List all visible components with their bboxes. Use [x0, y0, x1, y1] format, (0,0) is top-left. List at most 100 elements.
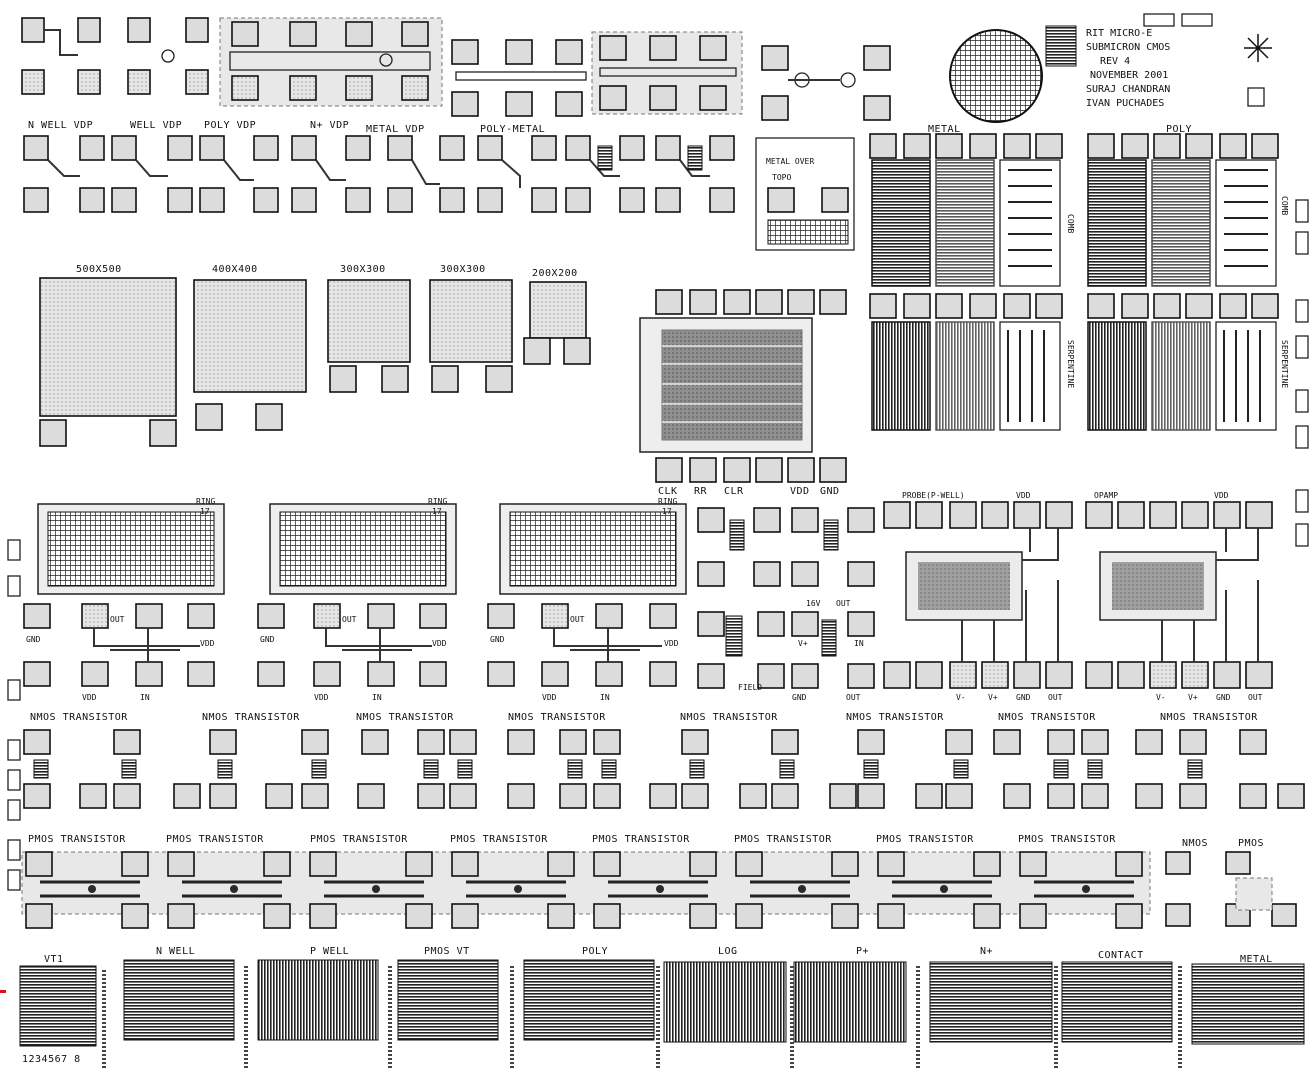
ring3-gnd: GND: [490, 635, 505, 644]
nmos-label-5: NMOS TRANSISTOR: [680, 712, 778, 723]
opamp1-vminus: V-: [956, 693, 966, 702]
res-label-4: PMOS VT: [424, 946, 470, 957]
res-label-3: P WELL: [310, 946, 349, 957]
wafer-logo: [949, 29, 1043, 123]
ring2-name: RING: [428, 497, 447, 506]
ring-osc-2: RING 17 GND OUT VDD VDD IN: [257, 497, 457, 702]
ring1-gnd: GND: [26, 635, 41, 644]
opamp-vdd1: VDD: [1016, 491, 1031, 500]
ring3-out: OUT: [570, 615, 585, 624]
vdp-label-3: POLY VDP: [204, 120, 256, 131]
vdp-label-2: WELL VDP: [130, 120, 182, 131]
resolution-row: VT1 N WELL P WELL PMOS VT POLY LOG P+ N+…: [0, 946, 1305, 1068]
nmos-label-2: NMOS TRANSISTOR: [202, 712, 300, 723]
res-label-1: VT1: [44, 954, 64, 965]
topo-label-2: TOPO: [772, 173, 791, 182]
nmos-label-6: NMOS TRANSISTOR: [846, 712, 944, 723]
pmos-label-6: PMOS TRANSISTOR: [734, 834, 832, 845]
ring3-vdd: VDD: [664, 639, 679, 648]
ring2-stages: 17: [432, 507, 442, 516]
ring2-in: IN: [372, 693, 382, 702]
ring-osc-1: RING 17 GND OUT VDD VDD IN: [23, 497, 225, 702]
ring1-out: OUT: [110, 615, 125, 624]
counter-pad-gnd: GND: [820, 486, 840, 497]
counter-pad-vdd: VDD: [790, 486, 810, 497]
comb-label-2: COMB: [1280, 196, 1289, 215]
vdp-row-second: [23, 135, 735, 213]
pmos-label-8: PMOS TRANSISTOR: [1018, 834, 1116, 845]
vdp-label-6: POLY-METAL: [480, 124, 545, 135]
cap-label-4: 300X300: [440, 264, 486, 275]
counter-block: CLK RR CLR VDD GND: [639, 289, 847, 497]
vdp-labels: N WELL VDP WELL VDP POLY VDP N+ VDP META…: [28, 120, 545, 135]
header-line-3: REV 4: [1100, 56, 1130, 67]
opamp1-vplus: V+: [988, 693, 998, 702]
cap-label-3: 300X300: [340, 264, 386, 275]
ring3-in: IN: [600, 693, 610, 702]
small-nmos-label: NMOS: [1182, 838, 1208, 849]
nmos-label-8: NMOS TRANSISTOR: [1160, 712, 1258, 723]
comb-label-1: COMB: [1066, 214, 1075, 233]
inv-vplus: V+: [798, 639, 808, 648]
nmos-label-3: NMOS TRANSISTOR: [356, 712, 454, 723]
inv-out2: OUT: [846, 693, 861, 702]
serp-label-poly: POLY: [1166, 124, 1192, 135]
res-label-9: CONTACT: [1098, 950, 1144, 961]
ring3-name: RING: [658, 497, 677, 506]
res-scale: 1234567 8: [22, 1054, 81, 1065]
serp-vertical-2: SERPENTINE: [1280, 340, 1289, 388]
ring2-out: OUT: [342, 615, 357, 624]
opamp1-out: OUT: [1048, 693, 1063, 702]
inverters: 16V OUT V+ IN GND OUT FIELD: [697, 507, 875, 702]
ring3-vdd2: VDD: [542, 693, 557, 702]
vdp-row-top: [21, 17, 891, 121]
header-line-1: RIT MICRO-E: [1086, 28, 1152, 39]
vdp-label-4: N+ VDP: [310, 120, 349, 131]
ring1-name: RING: [196, 497, 215, 506]
ring1-stages: 17: [200, 507, 210, 516]
cap-label-2: 400X400: [212, 264, 258, 275]
opamps: PROBE(P-WELL) VDD OPAMP VDD V-: [883, 491, 1273, 702]
left-edge-marks: [7, 539, 21, 891]
opamp2-gnd: GND: [1216, 693, 1231, 702]
pmos-label-1: PMOS TRANSISTOR: [28, 834, 126, 845]
counter-pad-rr: RR: [694, 486, 708, 497]
vdp-label-1: N WELL VDP: [28, 120, 93, 131]
opamp2-vplus: V+: [1188, 693, 1198, 702]
counter-pad-clr: CLR: [724, 486, 744, 497]
pmos-label-5: PMOS TRANSISTOR: [592, 834, 690, 845]
res-label-10: METAL: [1240, 954, 1273, 965]
topo-label-1: METAL OVER: [766, 157, 814, 166]
opamp2-vminus: V-: [1156, 693, 1166, 702]
opamp-name: OPAMP: [1094, 491, 1118, 500]
header-line-5: SURAJ CHANDRAN: [1086, 84, 1170, 95]
small-pmos-label: PMOS: [1238, 838, 1264, 849]
nmos-label-4: NMOS TRANSISTOR: [508, 712, 606, 723]
res-label-7: P+: [856, 946, 869, 957]
inv-out: OUT: [836, 599, 851, 608]
res-label-2: N WELL: [156, 946, 195, 957]
nmos-label-7: NMOS TRANSISTOR: [998, 712, 1096, 723]
pmos-label-3: PMOS TRANSISTOR: [310, 834, 408, 845]
res-label-6: LOG: [718, 946, 738, 957]
ring1-in: IN: [140, 693, 150, 702]
ring3-stages: 17: [662, 507, 672, 516]
counter-pad-clk: CLK: [658, 486, 678, 497]
serp-vertical-1: SERPENTINE: [1066, 340, 1075, 388]
ring2-vdd: VDD: [432, 639, 447, 648]
inv-gnd: GND: [792, 693, 807, 702]
header-line-2: SUBMICRON CMOS: [1086, 42, 1170, 53]
ring-osc-3: RING 17 GND OUT VDD VDD IN: [487, 497, 687, 702]
res-label-5: POLY: [582, 946, 608, 957]
ring2-vdd2: VDD: [314, 693, 329, 702]
pmos-row: PMOS TRANSISTOR PMOS TRANSISTOR PMOS TRA…: [21, 834, 1297, 929]
pmos-label-2: PMOS TRANSISTOR: [166, 834, 264, 845]
pmos-label-4: PMOS TRANSISTOR: [450, 834, 548, 845]
capacitors: 500X500 400X400 300X300 300X300 200X200: [39, 264, 591, 447]
opamp1-gnd: GND: [1016, 693, 1031, 702]
ring2-gnd: GND: [260, 635, 275, 644]
inv-field: FIELD: [738, 683, 762, 692]
comb-serpentine: METAL POLY COMB COMB: [869, 124, 1309, 547]
res-label-8: N+: [980, 946, 993, 957]
